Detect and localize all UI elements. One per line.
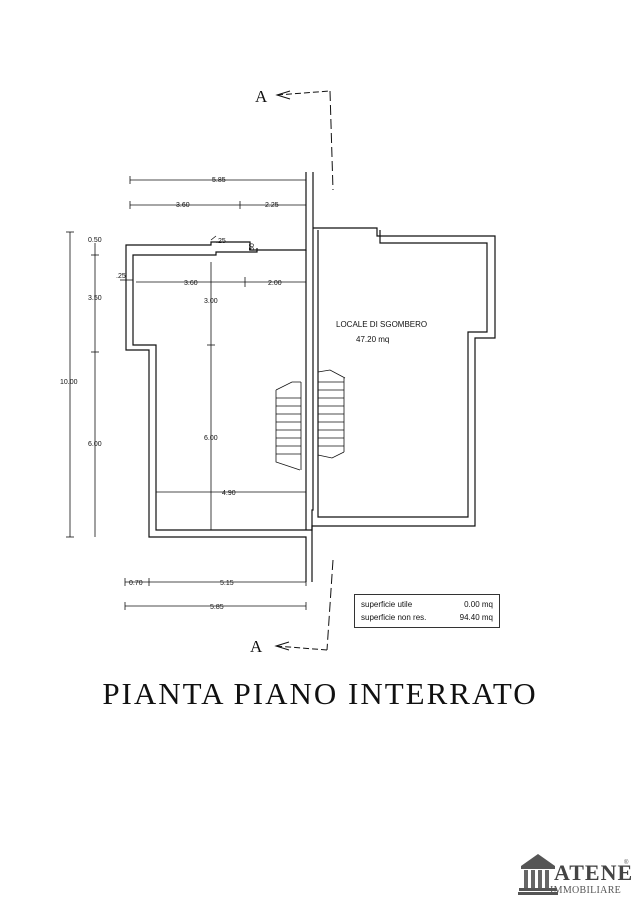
nonres-value: 94.40 mq bbox=[459, 613, 493, 622]
section-marker-top bbox=[275, 90, 334, 191]
dim-left-total: 10.00 bbox=[60, 379, 78, 386]
temple-icon bbox=[518, 854, 558, 895]
logo-registered: ® bbox=[624, 860, 629, 866]
dim-top-left: 3.60 bbox=[176, 202, 190, 209]
dim-bottom-total: 5.85 bbox=[210, 604, 224, 611]
atene-logo: ATENE ® IMMOBILIARE bbox=[518, 848, 634, 898]
utile-value: 0.00 mq bbox=[464, 600, 493, 609]
area-summary: superficie utile 0.00 mq superficie non … bbox=[354, 594, 500, 628]
dim-inner-right: 2.00 bbox=[268, 280, 282, 287]
page-title: PIANTA PIANO INTERRATO bbox=[102, 676, 538, 711]
walls bbox=[125, 172, 496, 582]
dim-left-600: 6.00 bbox=[88, 441, 102, 448]
dim-left-050: 0.50 bbox=[88, 237, 102, 244]
section-marker-bottom bbox=[274, 559, 334, 651]
room-name: LOCALE DI SGOMBERO bbox=[336, 320, 427, 329]
dim-top-right: 2.25 bbox=[265, 202, 279, 209]
staircase bbox=[275, 369, 346, 471]
utile-label: superficie utile bbox=[361, 600, 413, 609]
area-row-nonres: superficie non res. 94.40 mq bbox=[355, 611, 499, 624]
dim-small-25-top: .25 bbox=[216, 238, 226, 245]
logo-name: ATENE bbox=[554, 860, 634, 885]
dim-inner-v2: 6.00 bbox=[204, 435, 218, 442]
section-label-bottom: A bbox=[250, 637, 263, 656]
dim-bottom-515: 5.15 bbox=[220, 580, 234, 587]
dim-bottom-070: 0.70 bbox=[129, 580, 143, 587]
area-row-utile: superficie utile 0.00 mq bbox=[355, 598, 499, 611]
dimension-lines bbox=[66, 176, 307, 610]
dim-inner-v1: 3.00 bbox=[204, 298, 218, 305]
dim-top-total: 5.85 bbox=[212, 177, 226, 184]
nonres-label: superficie non res. bbox=[361, 613, 427, 622]
dim-small-25-left: .25 bbox=[116, 273, 126, 280]
section-label-top: A bbox=[255, 87, 268, 106]
logo-subtitle: IMMOBILIARE bbox=[550, 885, 622, 896]
dim-small-50: .50 bbox=[249, 243, 256, 253]
dim-left-350: 3.50 bbox=[88, 295, 102, 302]
dim-inner-left: 3.60 bbox=[184, 280, 198, 287]
dim-inner-bottom: 4.90 bbox=[222, 490, 236, 497]
room-area: 47.20 mq bbox=[356, 335, 389, 344]
